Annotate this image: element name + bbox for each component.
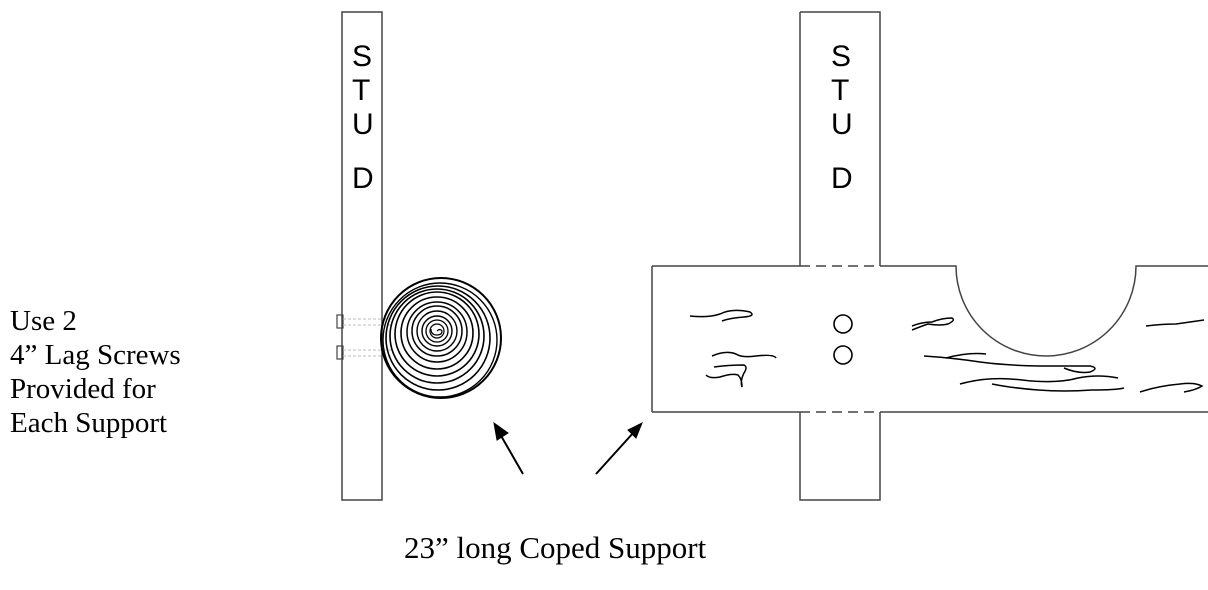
left-stud-letter-u: U — [352, 108, 374, 141]
lag-screw-head-2 — [336, 345, 344, 360]
note-line-2: 4” Lag Screws — [10, 339, 181, 371]
support-top-edge-with-cope — [652, 265, 1208, 357]
right-stud-letter-s: S — [831, 40, 851, 73]
right-stud-letter-t: T — [831, 74, 849, 107]
left-stud-outline — [341, 11, 383, 501]
support-end-grain — [380, 277, 502, 399]
left-stud-letter-d: D — [352, 162, 374, 195]
arrow-head-left — [493, 421, 509, 441]
right-stud-letter-u: U — [831, 108, 853, 141]
screw-hole-2 — [833, 345, 853, 365]
arrow-to-end-grain — [499, 433, 524, 475]
arrow-head-right — [627, 421, 643, 439]
note-line-3: Provided for — [10, 373, 156, 405]
arrow-to-support — [595, 431, 635, 475]
lag-screw-head-1 — [336, 314, 344, 329]
left-stud: S T U D — [341, 11, 383, 501]
right-stud-outline — [799, 11, 881, 501]
right-stud: S T U D — [799, 11, 881, 501]
right-stud-letter-d: D — [831, 162, 853, 195]
support-caption: 23” long Coped Support — [404, 530, 707, 565]
pointer-arrows — [493, 421, 643, 475]
left-stud-letter-t: T — [352, 74, 370, 107]
note-line-4: Each Support — [10, 407, 168, 439]
note-line-1: Use 2 — [10, 305, 77, 337]
screw-hole-1 — [833, 314, 853, 334]
wood-grain — [689, 309, 1205, 393]
left-stud-letter-s: S — [352, 40, 372, 73]
coped-support — [651, 265, 1208, 413]
lag-screw-note: Use 2 4” Lag Screws Provided for Each Su… — [10, 304, 181, 440]
